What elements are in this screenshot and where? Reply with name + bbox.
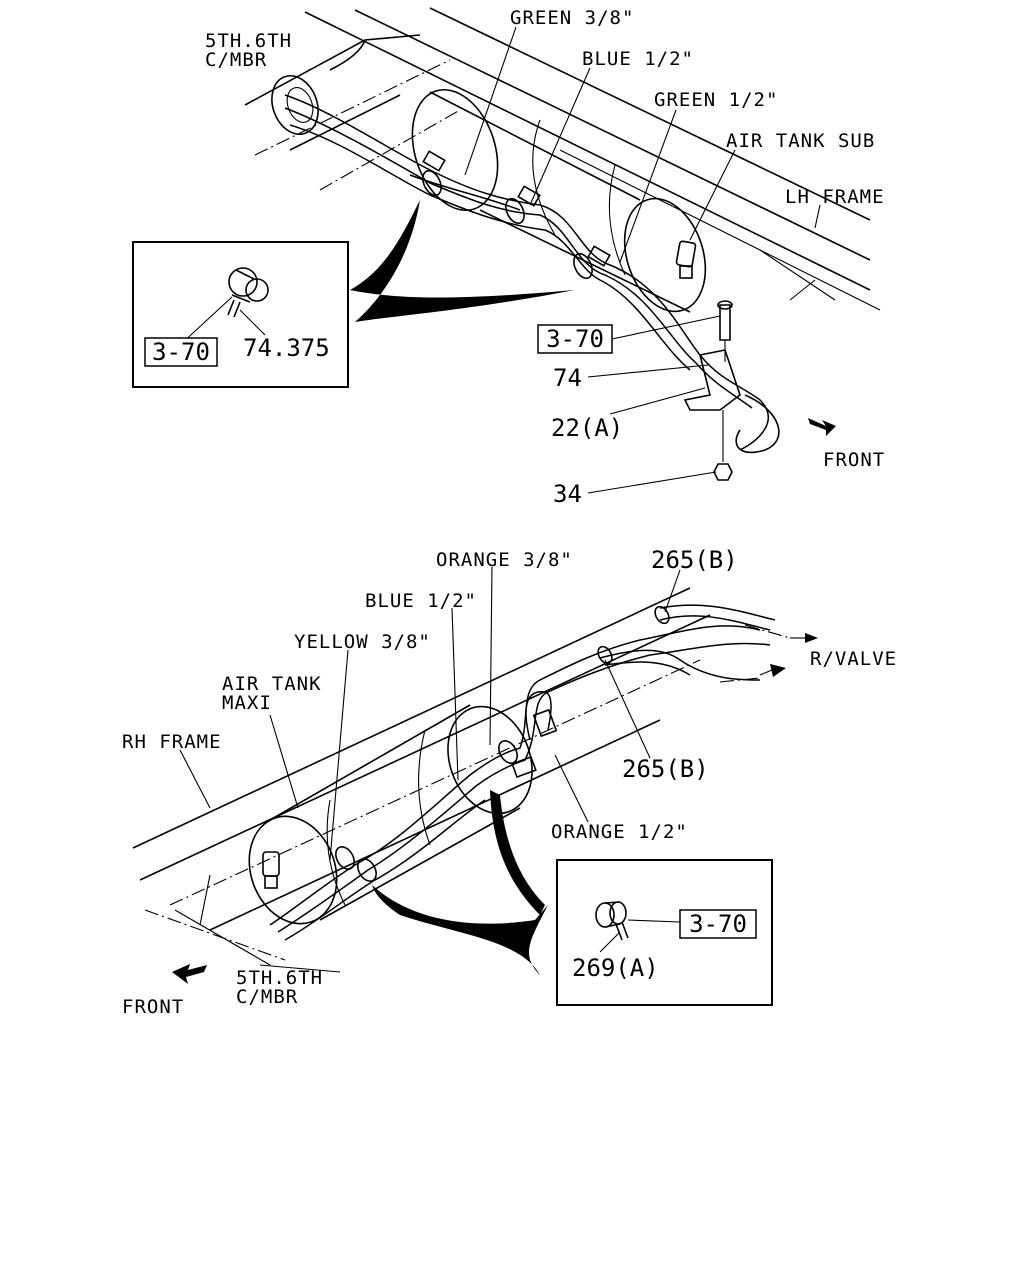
bottom-leader-lines (179, 566, 681, 861)
label-cross-member-line1-bottom: 5TH.6TH (236, 967, 323, 989)
label-part-265b-mid: 265(B) (622, 755, 709, 783)
label-blue-1-2-top: BLUE 1/2" (582, 48, 694, 70)
label-rh-frame: RH FRAME (122, 731, 222, 753)
label-part-22a: 22(A) (551, 414, 623, 442)
label-yellow-3-8: YELLOW 3/8" (294, 631, 431, 653)
front-arrow-bottom (172, 964, 207, 984)
rh-frame-rail (132, 587, 711, 973)
clamp-detail-icon (227, 267, 269, 318)
top-hoses (284, 94, 769, 451)
label-green-3-8: GREEN 3/8" (510, 7, 634, 29)
label-air-tank-maxi-line1: AIR TANK (222, 673, 322, 695)
label-part-34: 34 (553, 480, 582, 508)
label-r-valve: R/VALVE (810, 648, 897, 670)
label-orange-3-8: ORANGE 3/8" (436, 549, 573, 571)
bottom-hoses (269, 604, 791, 941)
r-valve-arrows (759, 633, 818, 677)
label-cross-member-line1-top: 5TH.6TH (205, 30, 292, 52)
label-ref-3-70-top[interactable]: 3-70 (546, 325, 604, 353)
detail-leader-bottom (372, 790, 548, 975)
label-front-top: FRONT (823, 449, 885, 471)
label-air-tank-sub: AIR TANK SUB (726, 130, 875, 152)
clamp-detail-icon (595, 901, 629, 941)
label-cross-member-line2-bottom: C/MBR (236, 986, 298, 1008)
label-air-tank-maxi-line2: MAXI (222, 692, 272, 714)
ref-box-top (537, 324, 613, 354)
detail-leader-top (350, 200, 575, 322)
lh-frame-rail (254, 7, 881, 311)
label-lh-frame: LH FRAME (785, 186, 885, 208)
detail-box-bottom: 3-70 269(A) (556, 859, 773, 1006)
detail-box-top: 3-70 74.375 (132, 241, 349, 388)
detail-ref-bottom[interactable]: 3-70 (689, 910, 747, 938)
front-arrow-top (808, 418, 836, 436)
label-cross-member-line2-top: C/MBR (205, 49, 267, 71)
detail-parts-top: 74.375 (243, 334, 330, 362)
label-orange-1-2: ORANGE 1/2" (551, 821, 688, 843)
bracket-assembly (683, 300, 780, 481)
label-green-1-2: GREEN 1/2" (654, 89, 778, 111)
top-leader-lines (464, 26, 821, 494)
label-part-265b-top: 265(B) (651, 546, 738, 574)
detail-ref-top[interactable]: 3-70 (152, 338, 210, 366)
air-tank-sub (411, 88, 707, 313)
air-tank-maxi (248, 704, 533, 925)
label-blue-1-2-bottom: BLUE 1/2" (365, 590, 477, 612)
label-front-bottom: FRONT (122, 996, 184, 1018)
cross-member-top (244, 34, 421, 151)
top-assembly: 3-70 74.375 5TH.6TH C/MBR GREEN 3/8" BLU… (132, 7, 885, 508)
label-part-74: 74 (553, 364, 582, 392)
bottom-assembly: 3-70 269(A) ORANGE 3/8" 265(B) BLUE 1/2"… (122, 546, 897, 1018)
detail-parts-bottom: 269(A) (572, 954, 659, 982)
